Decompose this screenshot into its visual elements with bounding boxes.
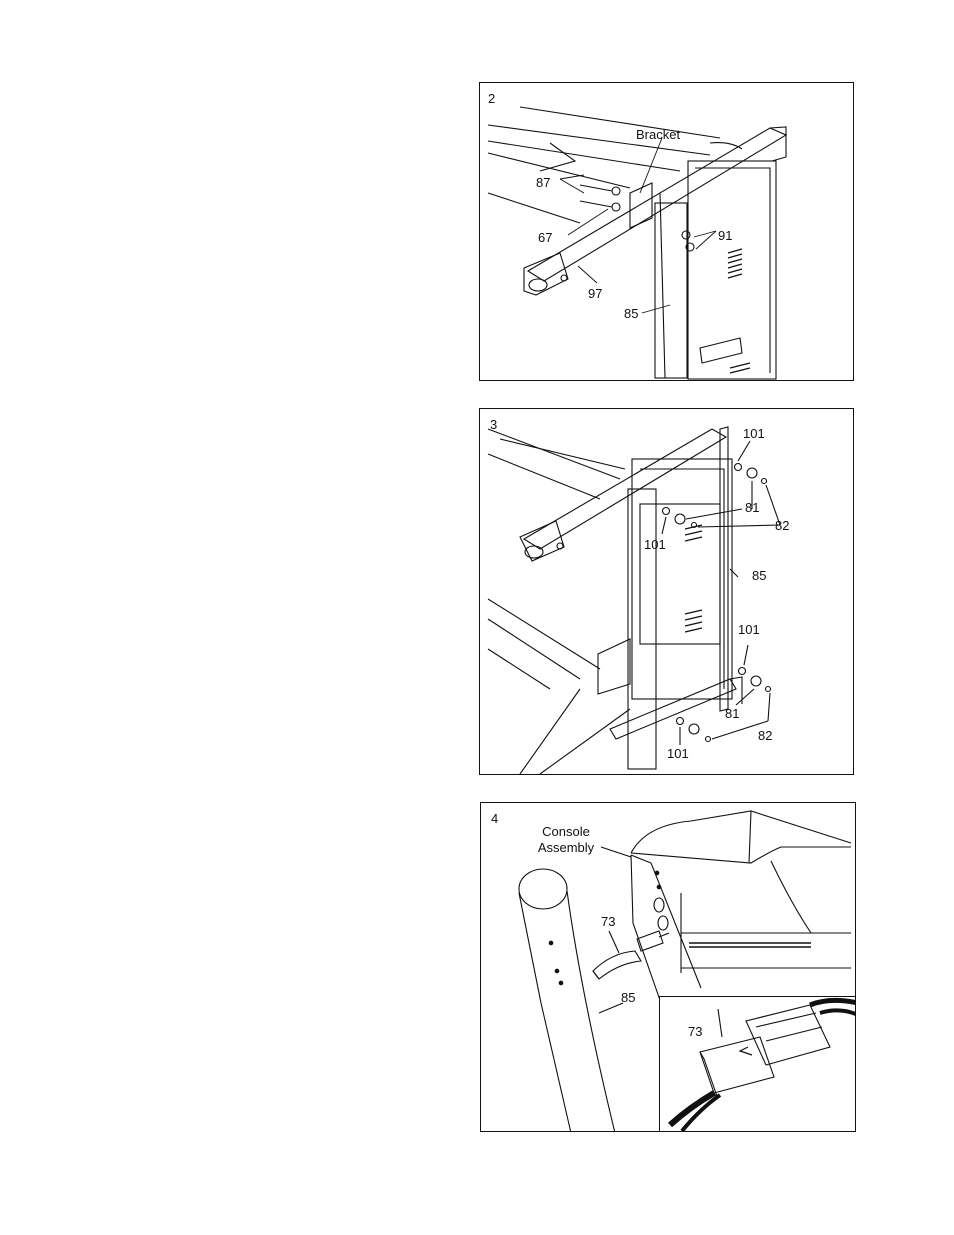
step-number: 4 <box>491 811 498 826</box>
callout-console-assembly-line2: Assembly <box>529 841 603 855</box>
callout-82: 82 <box>758 729 772 743</box>
figure-step-3: 3 101 81 82 101 85 101 81 82 101 <box>479 408 854 775</box>
callout-bracket: Bracket <box>636 128 680 142</box>
callout-85: 85 <box>752 569 766 583</box>
callout-82: 82 <box>775 519 789 533</box>
callout-81: 81 <box>725 707 739 721</box>
connector-inset: 73 <box>659 996 856 1132</box>
callout-91: 91 <box>718 229 732 243</box>
callout-85: 85 <box>624 307 638 321</box>
callout-console-assembly-line1: Console <box>531 825 601 839</box>
figure-step-2: 2 Bracket 87 67 91 97 85 <box>479 82 854 381</box>
callout-101: 101 <box>743 427 765 441</box>
callout-85: 85 <box>621 991 635 1005</box>
inset-callout-73: 73 <box>688 1025 702 1039</box>
callout-73: 73 <box>601 915 615 929</box>
callout-81: 81 <box>745 501 759 515</box>
callout-97: 97 <box>588 287 602 301</box>
step-3-drawing <box>480 409 854 775</box>
step-number: 2 <box>488 91 495 106</box>
figure-step-4: 4 Console Assembly 73 85 73 <box>480 802 856 1132</box>
callout-87: 87 <box>536 176 550 190</box>
step-number: 3 <box>490 417 497 432</box>
callout-101: 101 <box>667 747 689 761</box>
callout-101: 101 <box>738 623 760 637</box>
callout-101: 101 <box>644 538 666 552</box>
connector-inset-drawing <box>660 997 856 1132</box>
callout-67: 67 <box>538 231 552 245</box>
